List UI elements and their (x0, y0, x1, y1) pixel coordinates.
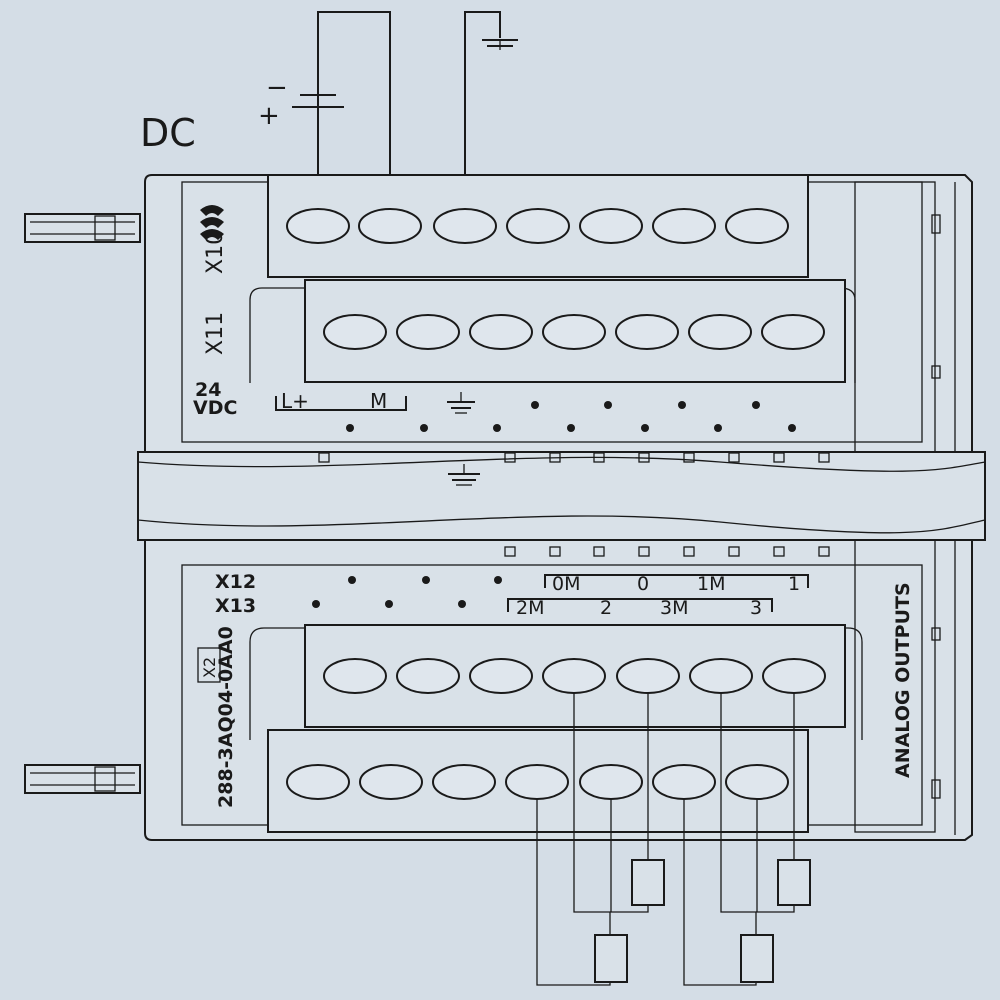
x10-terminal (652, 208, 716, 244)
status-leds-upper (318, 452, 830, 463)
x13-terminal (359, 764, 423, 800)
x12-terminal (396, 658, 460, 694)
x10-connector (267, 174, 809, 278)
x12-terminal (469, 658, 533, 694)
x11-terminal (542, 314, 606, 350)
x11-terminal (396, 314, 460, 350)
module-title: ANALOG OUTPUTS (892, 582, 914, 778)
x11-terminal (688, 314, 752, 350)
x13-terminal (579, 764, 643, 800)
x10-terminal (286, 208, 350, 244)
x13-terminal (652, 764, 716, 800)
x13-pin-2m: 2M (516, 597, 544, 619)
ground-icon (447, 392, 475, 414)
svg-text:X2: X2 (200, 657, 219, 678)
x12-terminal (616, 658, 680, 694)
x12-label: X12 (215, 571, 256, 593)
x13-pin-3: 3 (750, 597, 762, 619)
x10-terminal (358, 208, 422, 244)
x10-terminal (579, 208, 643, 244)
resistor-load-icon (740, 934, 774, 983)
x11-terminal (761, 314, 825, 350)
x12-terminal (689, 658, 753, 694)
dc-supply-wiring: − + DC (140, 11, 391, 218)
resistor-load-icon (631, 859, 665, 906)
output-wiring (536, 693, 795, 986)
x13-terminal (725, 764, 789, 800)
x12-pin-1m: 1M (697, 573, 725, 595)
siemens-logo-icon (200, 205, 224, 240)
dc-label: DC (140, 111, 196, 155)
x13-pin-2: 2 (600, 597, 612, 619)
part-number: 288-3AQ04-0AA0 (215, 626, 237, 808)
status-leds-lower (504, 546, 830, 557)
x12-terminal (323, 658, 387, 694)
connector-clip-icon (24, 213, 141, 243)
x12-terminal (542, 658, 606, 694)
x2-badge: X2 (197, 647, 221, 683)
resistor-load-icon (594, 934, 628, 983)
minus-label: − (266, 73, 288, 103)
x13-pin-3m: 3M (660, 597, 688, 619)
x12-connector (249, 624, 863, 740)
chassis-ground-icon (448, 464, 480, 486)
x13-terminal (505, 764, 569, 800)
x12-terminal (762, 658, 826, 694)
supply-vdc-label: VDC (193, 397, 237, 419)
x12-pin-0m: 0M (552, 573, 580, 595)
plus-label: + (258, 101, 280, 131)
x13-terminal (286, 764, 350, 800)
resistor-load-icon (777, 859, 811, 906)
ground-icon (482, 39, 518, 50)
supply-24-label: 24 (195, 379, 221, 401)
x13-terminal (432, 764, 496, 800)
x11-terminal (469, 314, 533, 350)
x11-connector (249, 279, 856, 383)
x10-terminal (506, 208, 570, 244)
x11-label: X11 (203, 312, 228, 355)
connector-clip-icon (24, 764, 141, 794)
x12-pin-0: 0 (637, 573, 649, 595)
upper-indicator-dots (346, 401, 796, 432)
x13-connector (267, 729, 809, 833)
x11-terminal (323, 314, 387, 350)
lower-indicator-dots (312, 576, 502, 608)
ground-wiring (464, 11, 518, 218)
x12-pin-1: 1 (788, 573, 800, 595)
x10-terminal (433, 208, 497, 244)
x11-terminal (615, 314, 679, 350)
supply-lplus-label: L+ (281, 389, 309, 413)
x10-terminal (725, 208, 789, 244)
x13-label: X13 (215, 595, 256, 617)
x10-label: X10 (203, 231, 228, 274)
supply-m-label: M (370, 389, 387, 413)
